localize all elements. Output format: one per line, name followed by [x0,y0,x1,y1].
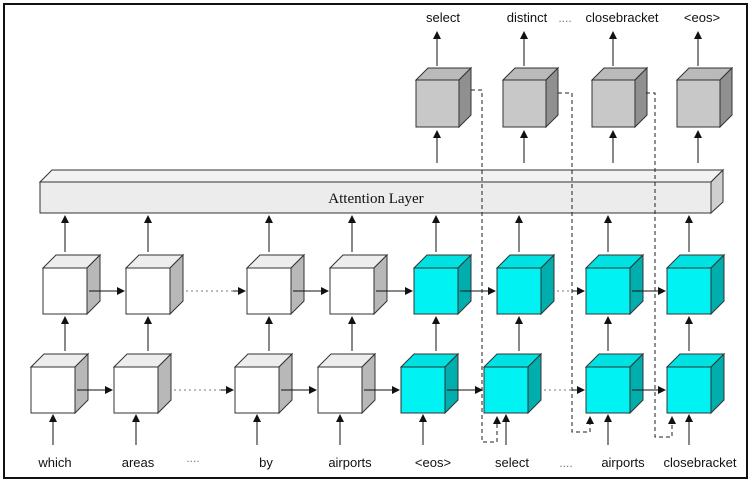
arrows-group [49,31,702,445]
cells-group [29,66,734,415]
input-token-areas: areas [122,455,155,470]
cell-top-0 [41,253,102,316]
input-token-eos: <eos> [415,455,451,470]
cell-top-4 [412,253,473,316]
output-cell-distinct [501,66,560,129]
cell-top-1 [124,253,185,316]
cell-bottom-1 [112,352,173,415]
feedback-lines [471,89,676,443]
feedback-line-1 [558,92,591,433]
feedback-line-0 [471,89,498,443]
cell-bottom-7 [665,352,726,415]
cell-top-6 [584,253,645,316]
input-token-ellipsis: .... [186,451,199,465]
output-tokens: select distinct .... closebracket <eos> [426,10,720,25]
cell-bottom-2 [233,352,294,415]
input-token-select: select [495,455,529,470]
feedback-line-2 [646,92,673,438]
input-token-ellipsis-2: .... [559,456,572,470]
output-token-closebracket: closebracket [586,10,659,25]
feedback-arrowhead-1 [586,416,594,424]
cell-top-5 [495,253,556,316]
cell-top-2 [245,253,306,316]
input-tokens: which areas .... by airports <eos> selec… [37,451,737,470]
input-token-airports-2: airports [601,455,645,470]
attention-layer: Attention Layer [38,168,725,215]
output-token-distinct: distinct [507,10,548,25]
output-token-eos: <eos> [684,10,720,25]
cell-bottom-4 [399,352,460,415]
cell-top-3 [328,253,389,316]
input-token-which: which [37,455,71,470]
feedback-arrowhead-2 [668,416,676,424]
output-cell-select [414,66,473,129]
output-token-ellipsis: .... [558,11,571,25]
cell-top-7 [665,253,726,316]
input-token-airports: airports [328,455,372,470]
cell-bottom-5 [482,352,543,415]
input-token-by: by [259,455,273,470]
output-cell-eos [675,66,734,129]
cell-bottom-3 [316,352,377,415]
feedback-arrowhead-0 [493,416,501,424]
attention-layer-label: Attention Layer [328,191,423,207]
input-token-closebracket: closebracket [664,455,737,470]
cell-bottom-6 [584,352,645,415]
cell-bottom-0 [29,352,90,415]
output-token-select: select [426,10,460,25]
output-cell-closebracket [590,66,649,129]
